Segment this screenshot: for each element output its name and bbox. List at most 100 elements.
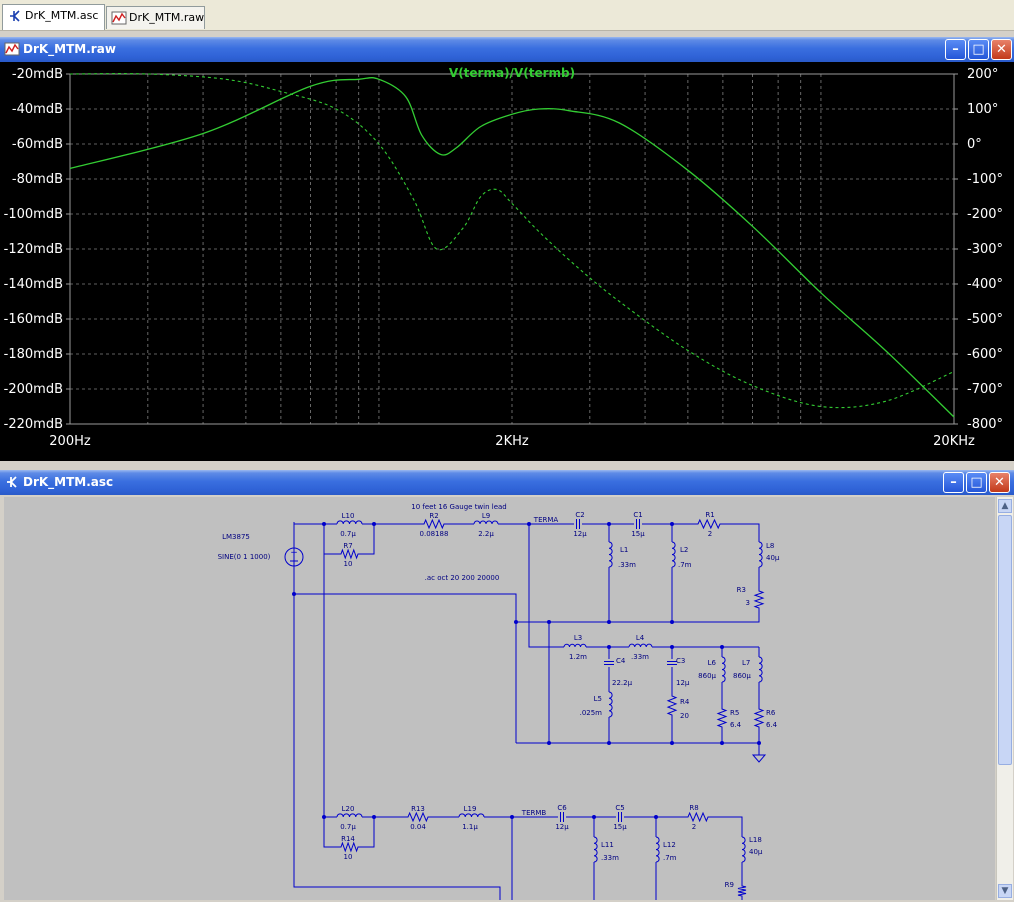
tab-label: DrK_MTM.asc: [25, 9, 99, 22]
component-label: C2: [575, 511, 584, 519]
component-label: 22.2µ: [612, 679, 633, 687]
inductor[interactable]: [473, 520, 499, 525]
resistor[interactable]: [753, 705, 765, 731]
scroll-down-button[interactable]: ▼: [998, 884, 1012, 898]
tab-schematic[interactable]: DrK_MTM.asc: [2, 4, 105, 30]
component-label: .025m: [580, 709, 603, 717]
maximize-button[interactable]: □: [968, 39, 989, 60]
inductor[interactable]: [758, 541, 763, 568]
scroll-thumb[interactable]: [998, 515, 1012, 765]
resistor[interactable]: [684, 811, 712, 823]
component-label: R9: [725, 881, 734, 889]
maximize-icon: □: [970, 475, 983, 490]
component-label: 2.2µ: [478, 530, 494, 538]
resistor[interactable]: [737, 882, 747, 900]
component-label: R14: [341, 835, 355, 843]
vertical-scrollbar[interactable]: ▲ ▼: [996, 497, 1013, 900]
component-label: 860µ: [698, 672, 716, 680]
y-left-tick-label: -180mdB: [4, 347, 63, 362]
inductor[interactable]: [721, 656, 726, 683]
trace-label[interactable]: V(terma)/V(termb): [449, 66, 575, 80]
inductor[interactable]: [593, 836, 598, 863]
inductor[interactable]: [655, 836, 660, 863]
schematic-title-bar[interactable]: DrK_MTM.asc – □ ✕: [0, 470, 1014, 495]
close-button[interactable]: ✕: [991, 39, 1012, 60]
inductor[interactable]: [741, 836, 746, 863]
component-label: 6.4: [730, 721, 742, 729]
component-label: 0.04: [410, 823, 426, 831]
y-right-tick-label: -200°: [967, 207, 1003, 222]
scroll-up-button[interactable]: ▲: [998, 499, 1012, 513]
component-label: L18: [749, 836, 762, 844]
inductor[interactable]: [608, 541, 613, 568]
component-label: 0.7µ: [340, 823, 356, 831]
inductor[interactable]: [336, 813, 363, 818]
component-label: 2: [692, 823, 696, 831]
resistor[interactable]: [666, 692, 678, 719]
minimize-icon: –: [952, 42, 959, 57]
y-right-tick-label: -500°: [967, 312, 1003, 327]
component-label: L3: [574, 634, 582, 642]
component-label: R5: [730, 709, 739, 717]
voltage-source[interactable]: [284, 547, 304, 567]
ground-icon: [751, 754, 767, 763]
inductor[interactable]: [458, 813, 485, 818]
component-label: L2: [680, 546, 688, 554]
resistor[interactable]: [420, 518, 448, 530]
component-label: R13: [411, 805, 425, 813]
component-label: 0.7µ: [340, 530, 356, 538]
trace-magnitude[interactable]: [69, 77, 955, 418]
component-label: 0.08188: [420, 530, 449, 538]
tab-label: DrK_MTM.raw: [129, 11, 205, 24]
minimize-button[interactable]: –: [945, 39, 966, 60]
inductor[interactable]: [608, 691, 613, 718]
inductor[interactable]: [758, 656, 763, 683]
close-icon: ✕: [996, 42, 1007, 57]
component-label: 10: [344, 853, 353, 861]
resistor[interactable]: [753, 587, 765, 612]
y-left-tick-label: -200mdB: [4, 382, 63, 397]
waveform-title-bar[interactable]: DrK_MTM.raw – □ ✕: [0, 37, 1014, 62]
inductor[interactable]: [671, 541, 676, 568]
y-right-tick-label: -700°: [967, 382, 1003, 397]
component-label: L6: [708, 659, 717, 667]
component-label: .7m: [678, 561, 692, 569]
y-left-tick-label: -40mdB: [12, 102, 63, 117]
chevron-down-icon: ▼: [1001, 886, 1009, 896]
component-label: L4: [636, 634, 645, 642]
close-button[interactable]: ✕: [989, 472, 1010, 493]
junction-dots: [292, 522, 761, 819]
waveform-icon: [4, 42, 20, 56]
inductor[interactable]: [628, 643, 653, 648]
y-left-tick-label: -100mdB: [4, 207, 63, 222]
component-label: C5: [615, 804, 624, 812]
y-right-tick-label: 200°: [967, 67, 998, 82]
close-icon: ✕: [994, 475, 1005, 490]
component-label: L19: [464, 805, 477, 813]
maximize-button[interactable]: □: [966, 472, 987, 493]
component-label: L1: [620, 546, 628, 554]
resistor[interactable]: [404, 811, 432, 823]
schematic-comment: 10 feet 16 Gauge twin lead: [411, 503, 507, 511]
inductor[interactable]: [563, 643, 587, 648]
component-label: R2: [429, 512, 438, 520]
inductor[interactable]: [336, 520, 363, 525]
component-label: L10: [342, 512, 355, 520]
component-label: 2: [708, 530, 712, 538]
resistor[interactable]: [716, 705, 728, 731]
y-left-tick-label: -120mdB: [4, 242, 63, 257]
minimize-button[interactable]: –: [943, 472, 964, 493]
tab-waveform[interactable]: DrK_MTM.raw: [106, 6, 205, 29]
resistor[interactable]: [337, 548, 362, 560]
spice-directive: .ac oct 20 200 20000: [425, 574, 500, 582]
component-label: 12µ: [676, 679, 690, 687]
component-label: 6.4: [766, 721, 778, 729]
resistor[interactable]: [337, 841, 362, 853]
schematic-icon: [7, 476, 17, 488]
component-label: L11: [601, 841, 614, 849]
resistor[interactable]: [694, 518, 724, 530]
